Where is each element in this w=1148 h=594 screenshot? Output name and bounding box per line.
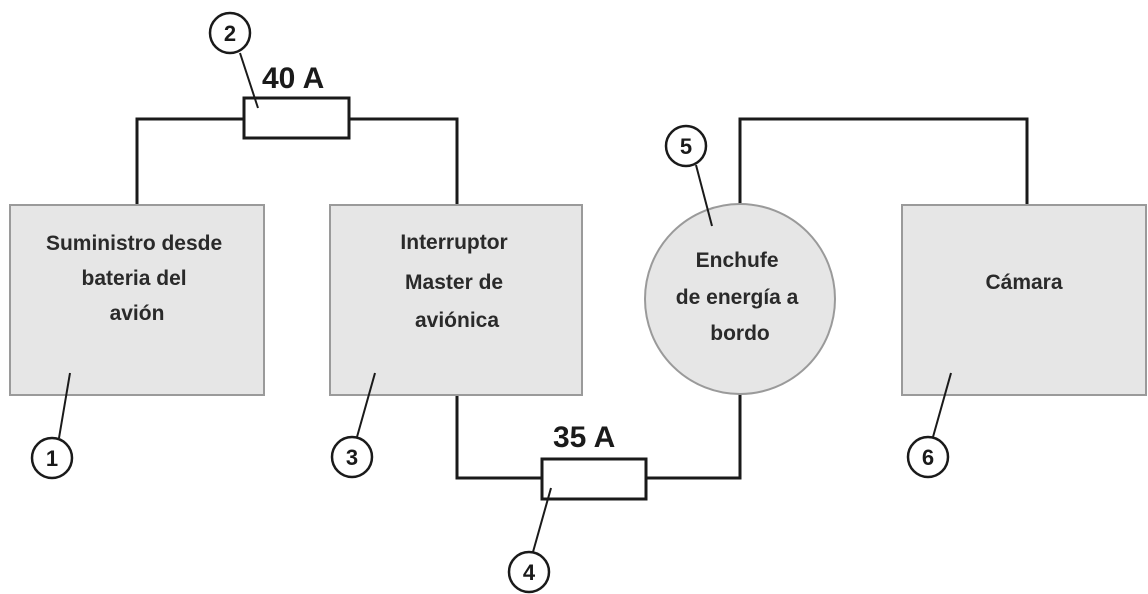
fuse-top-body <box>242 96 351 140</box>
fuse-bottom-label: 35 A <box>553 421 615 454</box>
callout-6: 6 <box>906 435 950 479</box>
callout-4: 4 <box>507 550 551 594</box>
camera-box: Cámara <box>901 204 1147 396</box>
battery-label-line-2: bateria del <box>82 267 187 290</box>
camera-box-body <box>901 204 1147 396</box>
callout-leaders <box>58 52 952 553</box>
master-switch-box: Interruptor Master de aviónica <box>329 204 583 396</box>
power-socket-text: Enchufe de energía a bordo <box>676 249 804 345</box>
power-socket-label-line-1: Enchufe <box>696 249 779 272</box>
callout-6-number: 6 <box>922 445 934 470</box>
battery-box: Suministro desde bateria del avión <box>9 204 265 396</box>
master-switch-label-line-1: Interruptor <box>400 231 507 254</box>
master-switch-box-body <box>329 204 583 396</box>
callout-2-number: 2 <box>224 21 236 46</box>
master-switch-label-line-2: Master de <box>405 271 503 294</box>
leader-5 <box>695 164 713 227</box>
fuse-top-label: 40 A <box>262 62 324 95</box>
fuse-bottom: 35 A <box>540 421 648 501</box>
leader-4 <box>532 487 552 553</box>
callout-3-circle <box>330 435 374 479</box>
callout-3: 3 <box>330 435 374 479</box>
power-socket: Enchufe de energía a bordo <box>644 203 836 395</box>
master-switch-label-line-3: aviónica <box>415 309 499 332</box>
callout-2-circle <box>208 11 252 55</box>
master-switch-box-text: Interruptor Master de aviónica <box>400 231 513 332</box>
wire-socket-to-camera <box>738 117 1029 205</box>
power-socket-circle <box>644 203 836 395</box>
callout-5-circle <box>664 124 708 168</box>
fuse-top: 40 A <box>242 62 351 140</box>
battery-box-text: Suministro desde bateria del avión <box>46 232 228 325</box>
leader-6 <box>932 372 952 438</box>
leader-1 <box>58 372 71 439</box>
callout-1: 1 <box>30 436 74 480</box>
battery-label-line-3: avión <box>110 302 165 325</box>
camera-label: Cámara <box>985 271 1062 294</box>
battery-label-line-1: Suministro desde <box>46 232 222 255</box>
callout-1-circle <box>30 436 74 480</box>
battery-box-body <box>9 204 265 396</box>
callout-5: 5 <box>664 124 708 168</box>
leader-3 <box>356 372 376 438</box>
callout-3-number: 3 <box>346 445 358 470</box>
power-socket-label-line-2: de energía a <box>676 286 799 309</box>
callout-4-circle <box>507 550 551 594</box>
callout-5-number: 5 <box>680 134 692 159</box>
callout-1-number: 1 <box>46 446 58 471</box>
power-socket-label-line-3: bordo <box>710 322 769 345</box>
callout-2: 2 <box>208 11 252 55</box>
callout-4-number: 4 <box>523 560 536 585</box>
fuse-bottom-body <box>540 457 648 501</box>
callout-6-circle <box>906 435 950 479</box>
leader-2 <box>239 52 259 109</box>
